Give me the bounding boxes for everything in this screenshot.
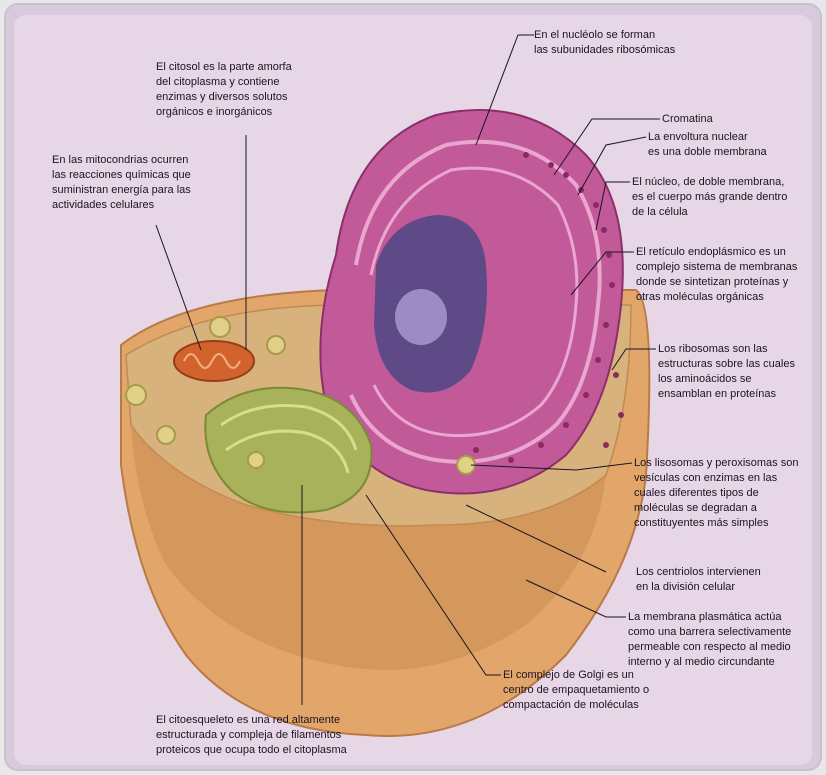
label-ribosomas: Los ribosomas son las estructuras sobre …	[658, 342, 795, 402]
label-envoltura-nuclear: La envoltura nuclear es una doble membra…	[648, 130, 767, 160]
nucleolus	[395, 289, 447, 345]
label-membrana-plasmatica: La membrana plasmática actúa como una ba…	[628, 610, 791, 670]
label-complejo-golgi: El complejo de Golgi es un centro de emp…	[503, 668, 649, 713]
label-nucleolo: En el nucléolo se forman las subunidades…	[534, 28, 675, 58]
illustration-frame: En el nucléolo se forman las subunidades…	[4, 3, 822, 771]
vesicle	[267, 336, 285, 354]
label-lisosomas: Los lisosomas y peroxisomas son vesícula…	[634, 456, 798, 531]
vesicle	[157, 426, 175, 444]
label-mitocondrias: En las mitocondrias ocurren las reaccion…	[52, 153, 191, 213]
label-reticulo-endoplasmico: El retículo endoplásmico es un complejo …	[636, 245, 797, 305]
label-cromatina: Cromatina	[662, 112, 713, 127]
label-nucleo: El núcleo, de doble membrana, es el cuer…	[632, 175, 787, 220]
vesicle	[210, 317, 230, 337]
vesicle	[248, 452, 264, 468]
label-citosol: El citosol es la parte amorfa del citopl…	[156, 60, 292, 120]
mitochondrion	[174, 341, 254, 381]
label-citoesqueleto: El citoesqueleto es una red altamente es…	[156, 713, 347, 758]
label-centriolos: Los centriolos intervienen en la divisió…	[636, 565, 761, 595]
vesicle	[126, 385, 146, 405]
